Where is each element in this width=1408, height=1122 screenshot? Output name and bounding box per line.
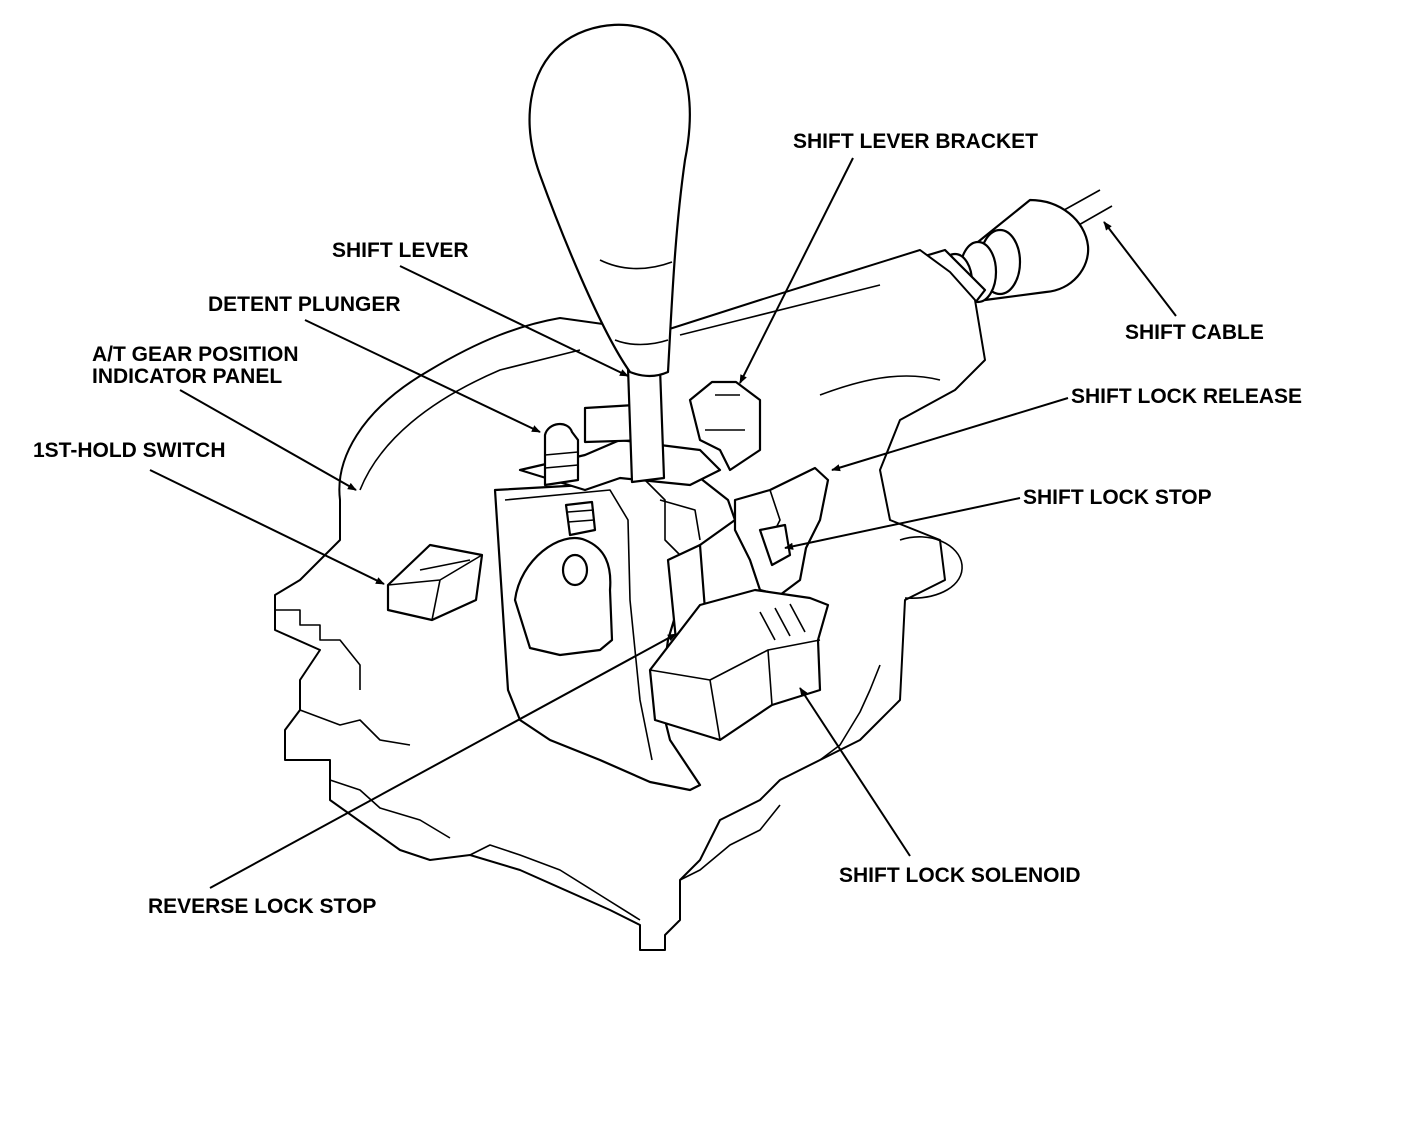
- label-indicator-panel-line2: INDICATOR PANEL: [92, 365, 282, 388]
- leader-detent-plunger: [304, 319, 541, 433]
- leader-shift-lock-release: [831, 397, 1069, 472]
- detent-plunger: [543, 423, 597, 537]
- label-detent-plunger: DETENT PLUNGER: [208, 293, 401, 316]
- shift-lock-release-lever: [733, 466, 830, 597]
- leader-lines: [149, 157, 1177, 889]
- label-shift-lever: SHIFT LEVER: [332, 239, 469, 262]
- label-reverse-lock-stop: REVERSE LOCK STOP: [148, 895, 376, 918]
- label-shift-lock-release: SHIFT LOCK RELEASE: [1071, 385, 1302, 408]
- leader-shift-lock-solenoid: [799, 687, 911, 857]
- leader-shift-cable: [1103, 221, 1177, 317]
- leader-reverse-lock-stop: [209, 633, 677, 889]
- leader-indicator-panel: [179, 389, 357, 491]
- detent-plate: [513, 537, 614, 657]
- leader-shift-lever: [399, 265, 629, 377]
- label-shift-lock-solenoid: SHIFT LOCK SOLENOID: [839, 864, 1081, 887]
- shift-lock-solenoid: [648, 588, 830, 742]
- shift-knob: [528, 23, 691, 378]
- label-shift-cable: SHIFT CABLE: [1125, 321, 1264, 344]
- first-hold-switch: [386, 543, 484, 622]
- callout-labels: SHIFT LEVER BRACKET SHIFT LEVER DETENT P…: [33, 130, 1302, 918]
- label-shift-lever-bracket: SHIFT LEVER BRACKET: [793, 130, 1038, 153]
- leader-shift-lever-bracket: [739, 157, 854, 384]
- shift-lever-rod: [626, 366, 666, 484]
- label-shift-lock-stop: SHIFT LOCK STOP: [1023, 486, 1212, 509]
- label-indicator-panel-line1: A/T GEAR POSITION: [92, 343, 299, 366]
- label-first-hold-switch: 1ST-HOLD SWITCH: [33, 439, 226, 462]
- leader-shift-lock-stop: [784, 497, 1021, 550]
- leader-first-hold-switch: [149, 469, 385, 585]
